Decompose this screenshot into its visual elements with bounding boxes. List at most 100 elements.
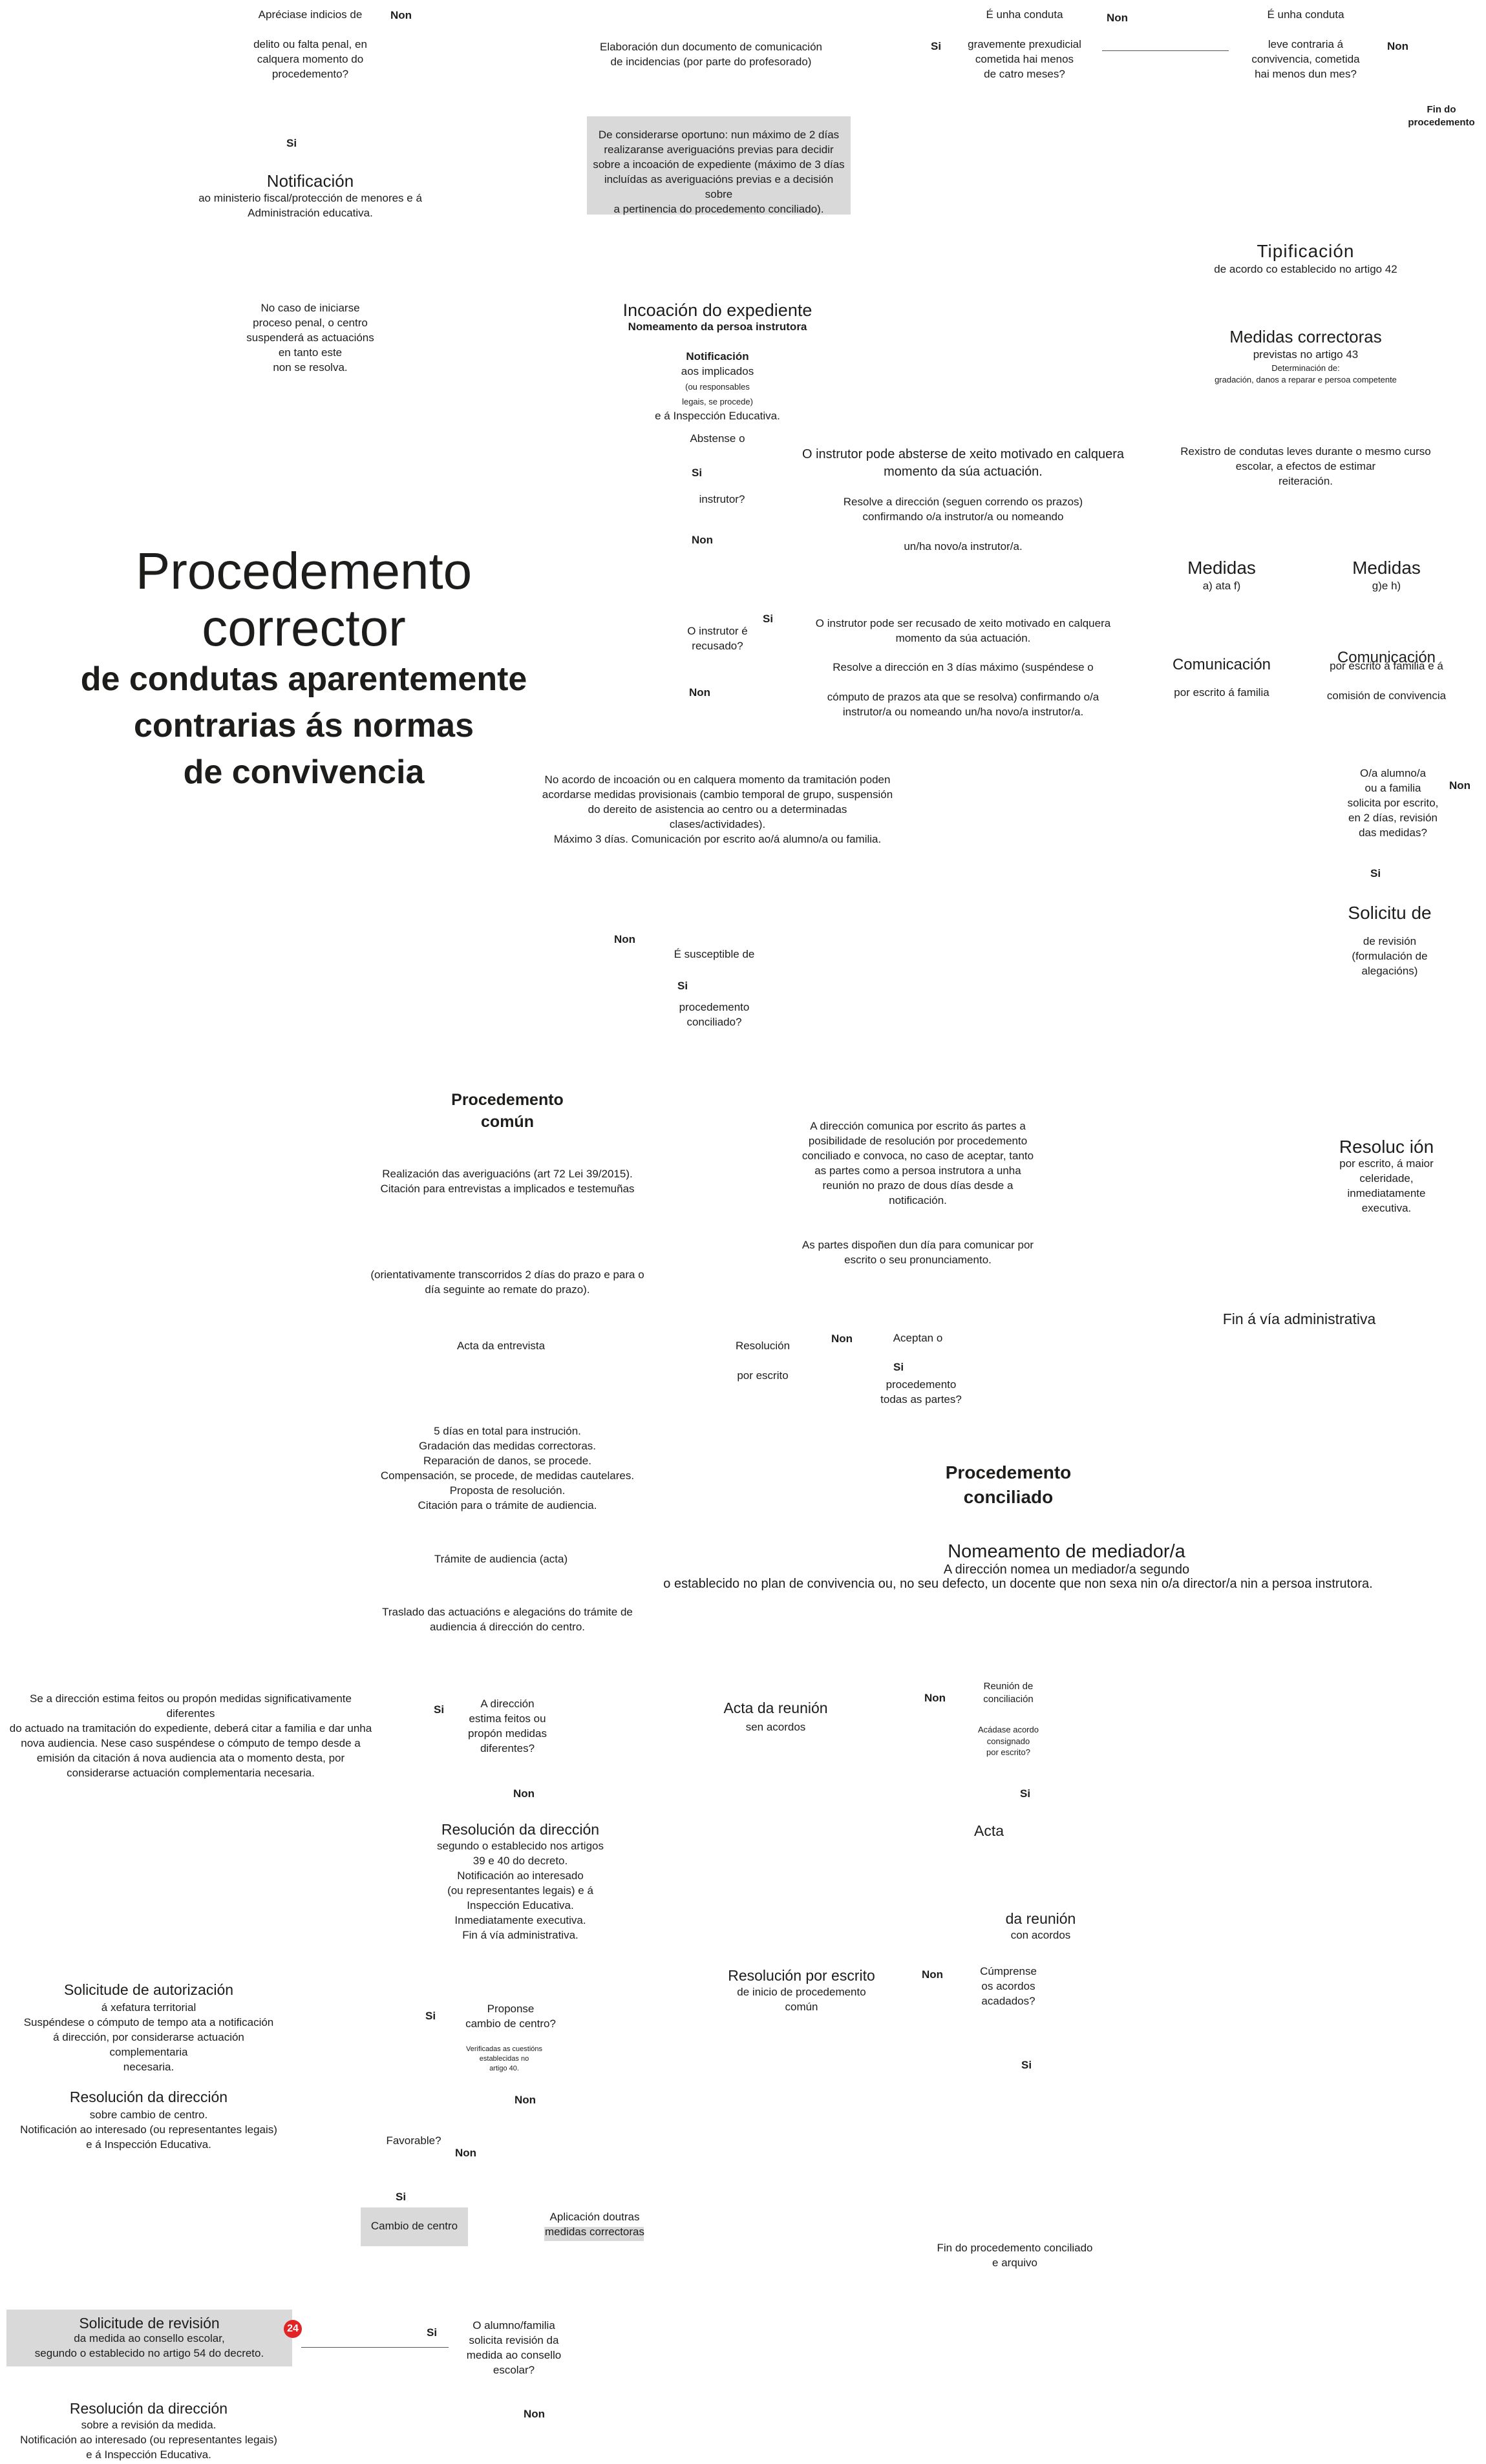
susceptible-q1: É susceptible de	[674, 948, 755, 960]
cumprense-non: Non	[922, 1968, 944, 1981]
acta-sen-acordos-sub: sen acordos	[745, 1721, 806, 1733]
proponse-question: Proponse cambio de centro?	[465, 2003, 556, 2030]
incoacion-inspeccion: e á Inspección Educativa.	[655, 409, 780, 422]
consello-line	[301, 2347, 449, 2348]
estima-si: Si	[434, 1703, 445, 1716]
abstense-non: Non	[692, 534, 714, 546]
title-line-3: contrarias ás normas	[133, 706, 474, 744]
recusado-non: Non	[689, 686, 711, 699]
recusado-text-1: O instrutor pode ser recusado de xeito m…	[815, 617, 1111, 644]
comunicacion-1-heading: Comunicación	[1172, 656, 1271, 673]
fin-procedemento: Fin do procedemento	[1408, 104, 1475, 129]
solicitude-revision-heading: Solicitu de	[1348, 903, 1432, 923]
tipificacion-body: de acordo co establecido no artigo 42	[1214, 263, 1397, 275]
conciliado-comunica: A dirección comunica por escrito ás part…	[801, 1120, 1034, 1206]
proponse-non: Non	[515, 2094, 536, 2106]
cumprense-question: Cúmprense os acordos acadados?	[980, 1965, 1037, 2007]
incoacion-implicados: aos implicados	[681, 364, 754, 377]
leve-question: É unha conduta leve contraria á conviven…	[1251, 8, 1360, 80]
fin-via-administrativa: Fin á vía administrativa	[1222, 1311, 1376, 1327]
comun-realizacion: Realización das averiguacións (art 72 Le…	[380, 1168, 635, 1195]
reunion-question-2: Acádase acordo consignado por escrito?	[978, 1725, 1039, 1758]
comun-heading: Procedemento común	[451, 1091, 564, 1131]
autorizacion-body: á xefatura territorial Suspéndese o cómp…	[23, 2001, 274, 2073]
proponse-note: Verificadas as cuestións establecidas no…	[465, 2045, 542, 2072]
proponse-si: Si	[425, 2010, 436, 2022]
comun-acta-entrevista: Acta da entrevista	[456, 1340, 546, 1352]
grave-question: É unha conduta gravemente prexudicial co…	[968, 8, 1081, 80]
susceptible-si: Si	[677, 980, 688, 992]
cambio-centro-box	[361, 2207, 468, 2246]
medidas-af-sub: a) ata f)	[1202, 580, 1241, 592]
favorable-non: Non	[455, 2147, 477, 2159]
recusado-text-2: Resolve a dirección en 3 días máximo (su…	[827, 661, 1099, 718]
resolucion-cambio-heading: Resolución da dirección	[69, 2089, 228, 2105]
acta-con-acordos-sub: con acordos	[1010, 1929, 1071, 1941]
solicitude-consello-heading: Solicitude de revisión	[79, 2315, 220, 2332]
conciliado-partes: As partes dispoñen dun día para comunica…	[801, 1239, 1034, 1266]
aplicacion-medidas: Aplicación doutras medidas correctoras	[544, 2211, 644, 2238]
estima-question: A dirección estima feitos ou propón medi…	[468, 1698, 547, 1754]
aceptan-si: Si	[893, 1361, 904, 1373]
cumprense-si: Si	[1021, 2059, 1032, 2071]
notificacion-heading: Notificación	[266, 171, 354, 191]
aceptan-q2: procedemento todas as partes?	[880, 1378, 962, 1406]
leve-non: Non	[1387, 40, 1409, 52]
indicios-non: Non	[390, 9, 412, 21]
conciliado-heading: Procedemento conciliado	[945, 1462, 1072, 1507]
mediador-body: o establecido no plan de convivencia ou,…	[663, 1577, 1373, 1591]
aceptan-non: Non	[831, 1332, 853, 1345]
abstense-si: Si	[692, 467, 703, 479]
incoacion-heading: Incoación do expediente	[622, 300, 812, 320]
abstense-q1: Abstense o	[690, 432, 745, 445]
medidas-correctoras-heading: Medidas correctoras	[1229, 327, 1382, 346]
abstense-text-1: O instrutor pode absterse de xeito motiv…	[801, 447, 1125, 479]
solicitude-consello-body: da medida ao consello escolar, segundo o…	[34, 2332, 264, 2359]
medidas-af-heading: Medidas	[1187, 558, 1256, 578]
comun-tramite-audiencia: Trámite de audiencia (acta)	[434, 1553, 568, 1565]
main-title: Procedemento corrector de condutas apare…	[52, 543, 556, 795]
comun-cinco-dias: 5 días en total para instrución. Gradaci…	[380, 1425, 635, 1511]
fin-conciliado: Fin do procedemento conciliado e arquivo	[937, 2242, 1093, 2269]
grave-si: Si	[931, 40, 942, 52]
resolucion-direccion-heading: Resolución da dirección	[441, 1821, 600, 1838]
acta-con-acordos-head-2: da reunión	[1005, 1910, 1076, 1927]
favorable-si: Si	[396, 2191, 407, 2203]
reunion-si: Si	[1020, 1787, 1031, 1800]
grave-line	[1102, 50, 1229, 51]
medidas-gh-sub: g)e h)	[1372, 580, 1401, 592]
incoacion-notificacion: Notificación	[686, 350, 749, 363]
incoacion-sub: Nomeamento da persoa instrutora	[628, 321, 807, 333]
resolucion-revision-heading: Resoluc ión	[1339, 1137, 1434, 1157]
acta-sen-acordos-heading: Acta da reunión	[723, 1700, 828, 1716]
resolucion-por-escrito: Resolución por escrito	[735, 1340, 791, 1382]
aceptan-q1: Aceptan o	[893, 1332, 943, 1344]
recusado-question: O instrutor é recusado?	[687, 625, 748, 652]
susceptible-q2: procedemento conciliado?	[679, 1001, 750, 1028]
resolucion-consello-body: sobre a revisión da medida. Notificación…	[20, 2419, 277, 2461]
indicios-si: Si	[286, 137, 297, 149]
autorizacion-heading: Solicitude de autorización	[63, 1981, 234, 1998]
revision-si: Si	[1370, 867, 1381, 879]
medidas-correctoras-det: Determinación de: gradación, danos a rep…	[1215, 363, 1397, 384]
medidas-correctoras-sub: previstas no artigo 43	[1253, 348, 1359, 361]
mediador-sub: A dirección nomea un mediador/a segundo	[943, 1563, 1190, 1577]
resolucion-consello-heading: Resolución da dirección	[69, 2400, 228, 2417]
title-line-2: de condutas aparentemente	[80, 660, 527, 698]
resolucion-inicio-sub: de inicio de procedemento común	[737, 1986, 866, 2013]
aplicacion-box	[544, 2227, 644, 2241]
comun-traslado: Traslado das actuacións e alegacións do …	[382, 1606, 633, 1633]
susceptible-non: Non	[614, 933, 636, 945]
elaboracion-documento: Elaboración dun documento de comunicació…	[599, 41, 822, 68]
abstense-text-2: Resolve a dirección (seguen correndo os …	[843, 496, 1083, 553]
reunion-question: Reunión de conciliación	[983, 1681, 1034, 1705]
revision-non: Non	[1449, 779, 1471, 792]
grave-non: Non	[1107, 12, 1129, 24]
solicitude-consello-box	[6, 2310, 292, 2366]
proceso-penal-note: No caso de iniciarse proceso penal, o ce…	[246, 302, 374, 374]
recusado-si: Si	[763, 613, 774, 625]
consello-non: Non	[524, 2408, 546, 2420]
abstense-q2: instrutor?	[699, 493, 745, 505]
consello-si: Si	[427, 2326, 438, 2339]
consello-question: O alumno/familia solicita revisión da me…	[466, 2319, 562, 2376]
